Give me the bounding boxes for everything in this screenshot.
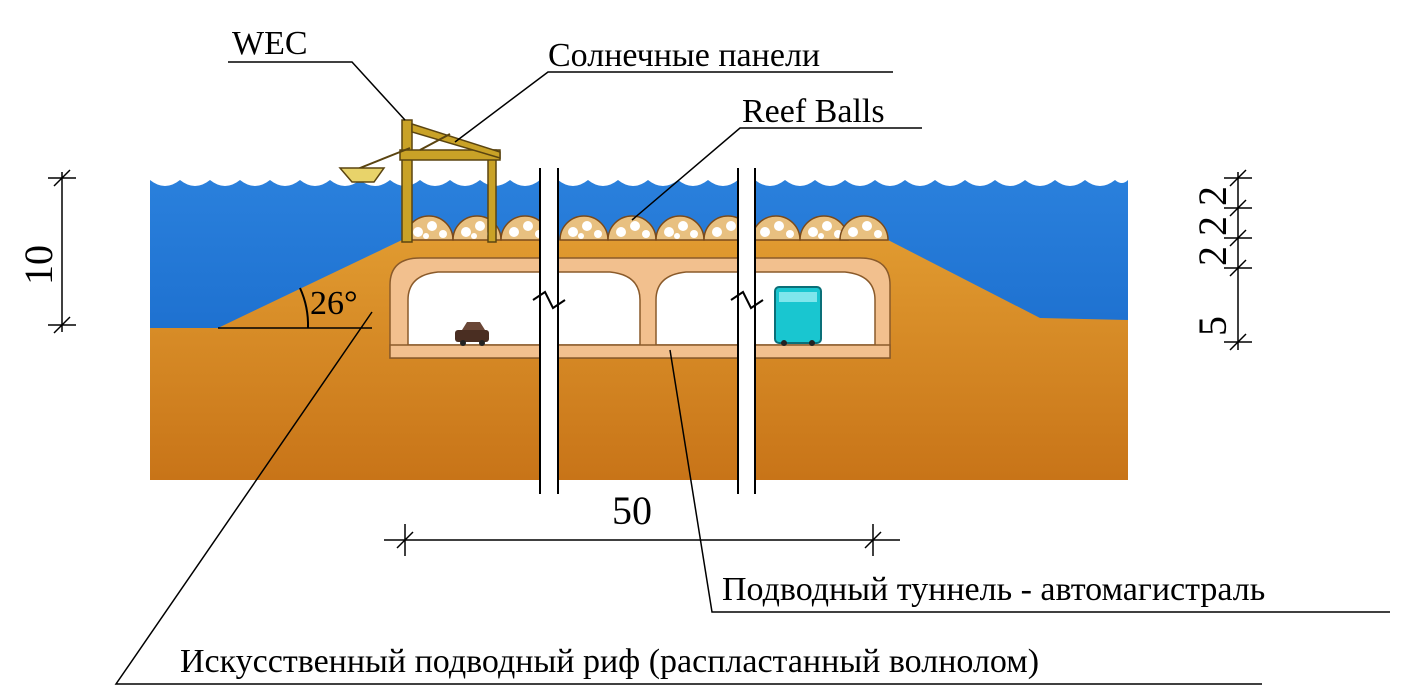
tunnel-left-bore xyxy=(407,271,641,346)
tunnel-road-deck xyxy=(389,344,891,359)
leader-reef-balls xyxy=(631,127,922,221)
slope-angle-arc xyxy=(299,287,310,329)
cut-pipe-right xyxy=(730,168,764,494)
wec-float-icon xyxy=(338,167,386,183)
leader-tunnel xyxy=(669,349,1390,613)
layer-third-label: 2 xyxy=(1190,246,1235,266)
reef-balls-label: Reef Balls xyxy=(742,93,885,130)
leader-lines xyxy=(114,61,1390,685)
layer-second-label: 2 xyxy=(1190,216,1235,236)
tunnel xyxy=(389,257,891,359)
tunnel-right-bore xyxy=(655,271,876,346)
width-label: 50 xyxy=(612,488,652,533)
layer-top-label: 2 xyxy=(1190,186,1235,206)
tunnel-height-label: 5 xyxy=(1190,316,1235,336)
reef-label: Искусственный подводный риф (распластанн… xyxy=(180,643,1039,680)
tunnel-label: Подводный туннель - автомагистраль xyxy=(722,571,1265,608)
solar-panels-label: Солнечные панели xyxy=(548,37,820,74)
reef-ball xyxy=(607,215,657,241)
cut-pipe-left xyxy=(532,168,566,494)
slope-angle-label: 26° xyxy=(310,285,358,322)
leader-reef xyxy=(114,311,1262,685)
reef-ball xyxy=(655,215,705,241)
width-dimension xyxy=(384,524,900,556)
reef-ball xyxy=(839,215,889,241)
layer-dimension xyxy=(1224,169,1252,351)
bus-icon xyxy=(774,286,822,346)
depth-total-label: 10 xyxy=(16,245,61,285)
reef-ball xyxy=(559,215,609,241)
leader-solar xyxy=(454,71,893,143)
reef-ball xyxy=(751,215,801,241)
leader-wec xyxy=(228,61,406,121)
car-icon xyxy=(455,322,489,346)
wec-label: WEC xyxy=(232,25,308,62)
depth-dimension xyxy=(48,169,76,334)
